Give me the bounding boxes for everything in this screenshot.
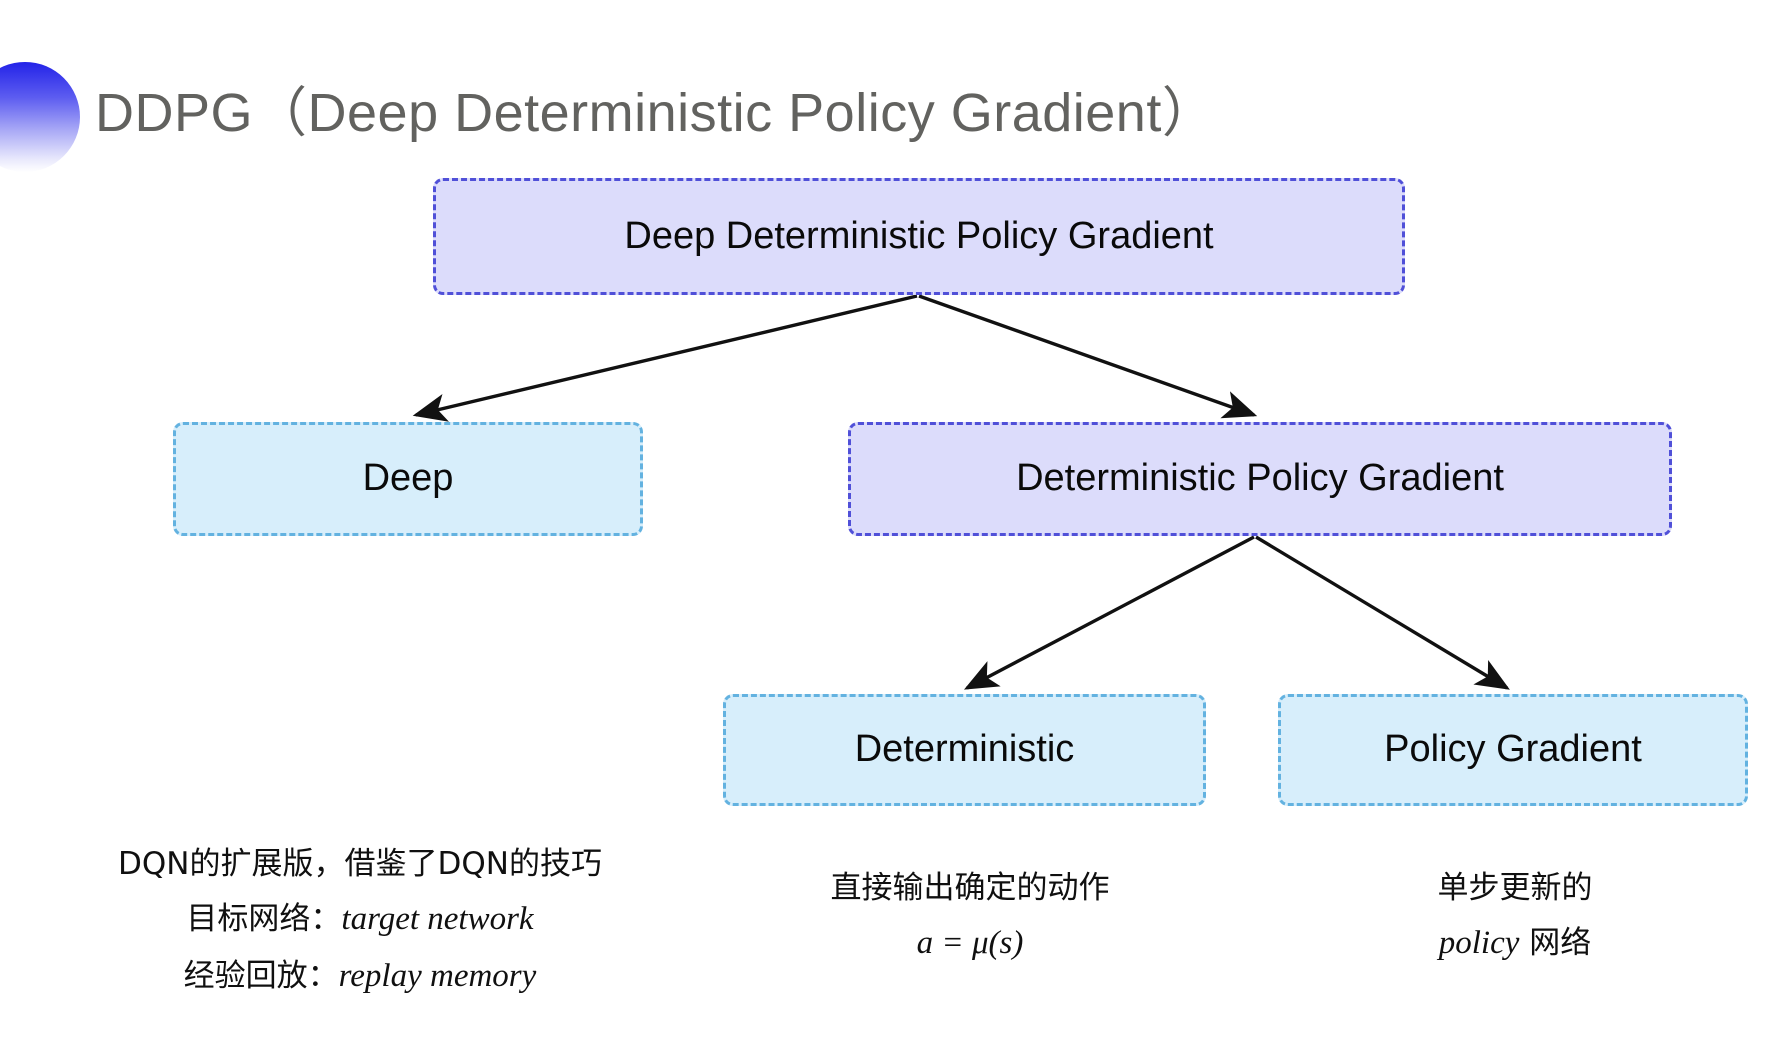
node-label: Deep Deterministic Policy Gradient [624,214,1214,257]
caption-policy-gradient-suffix: 网络 [1519,925,1592,962]
node-deterministic-policy-gradient[interactable]: Deterministic Policy Gradient [848,422,1672,536]
caption-policy-gradient-line1: 单步更新的 [1437,870,1593,906]
caption-deep-line1: DQN的扩展版，借鉴了DQN的技巧 [118,846,602,882]
caption-deep-line3: 经验回放：replay memory [60,948,660,1005]
caption-deep-line2: 目标网络：target network [60,891,660,948]
caption-deep-line2-term: target network [341,901,534,938]
edge-dpg-to-deterministic [963,535,1255,690]
caption-deterministic-line1: 直接输出确定的动作 [830,870,1110,906]
node-label: Policy Gradient [1384,728,1642,771]
caption-policy-gradient-line2: policy 网络 [1290,915,1740,972]
caption-deterministic: 直接输出确定的动作 a = μ(s) [690,862,1250,972]
caption-policy-gradient: 单步更新的 policy 网络 [1290,862,1740,972]
node-deep[interactable]: Deep [173,422,643,536]
caption-deterministic-formula: a = μ(s) [916,925,1024,962]
node-deterministic[interactable]: Deterministic [723,694,1206,806]
node-policy-gradient[interactable]: Policy Gradient [1278,694,1748,806]
edge-root-to-dpg [918,294,1258,419]
caption-policy-gradient-term: policy [1438,925,1520,962]
half-circle-gradient-icon [0,62,80,172]
node-deep-deterministic-policy-gradient[interactable]: Deep Deterministic Policy Gradient [433,178,1405,295]
edge-dpg-to-policy-gradient [1255,535,1510,690]
caption-deep-line3-label: 经验回放： [183,958,339,995]
caption-deep: DQN的扩展版，借鉴了DQN的技巧 目标网络：target network 经验… [60,838,660,1005]
page-title: DDPG（Deep Deterministic Policy Gradient） [95,83,1217,143]
node-label: Deterministic [854,728,1075,771]
edge-root-to-deep [412,294,918,422]
node-label: Deterministic Policy Gradient [1016,457,1504,500]
caption-deep-line3-term: replay memory [338,958,537,995]
node-label: Deep [362,457,454,500]
caption-deep-line2-label: 目标网络： [186,901,342,938]
